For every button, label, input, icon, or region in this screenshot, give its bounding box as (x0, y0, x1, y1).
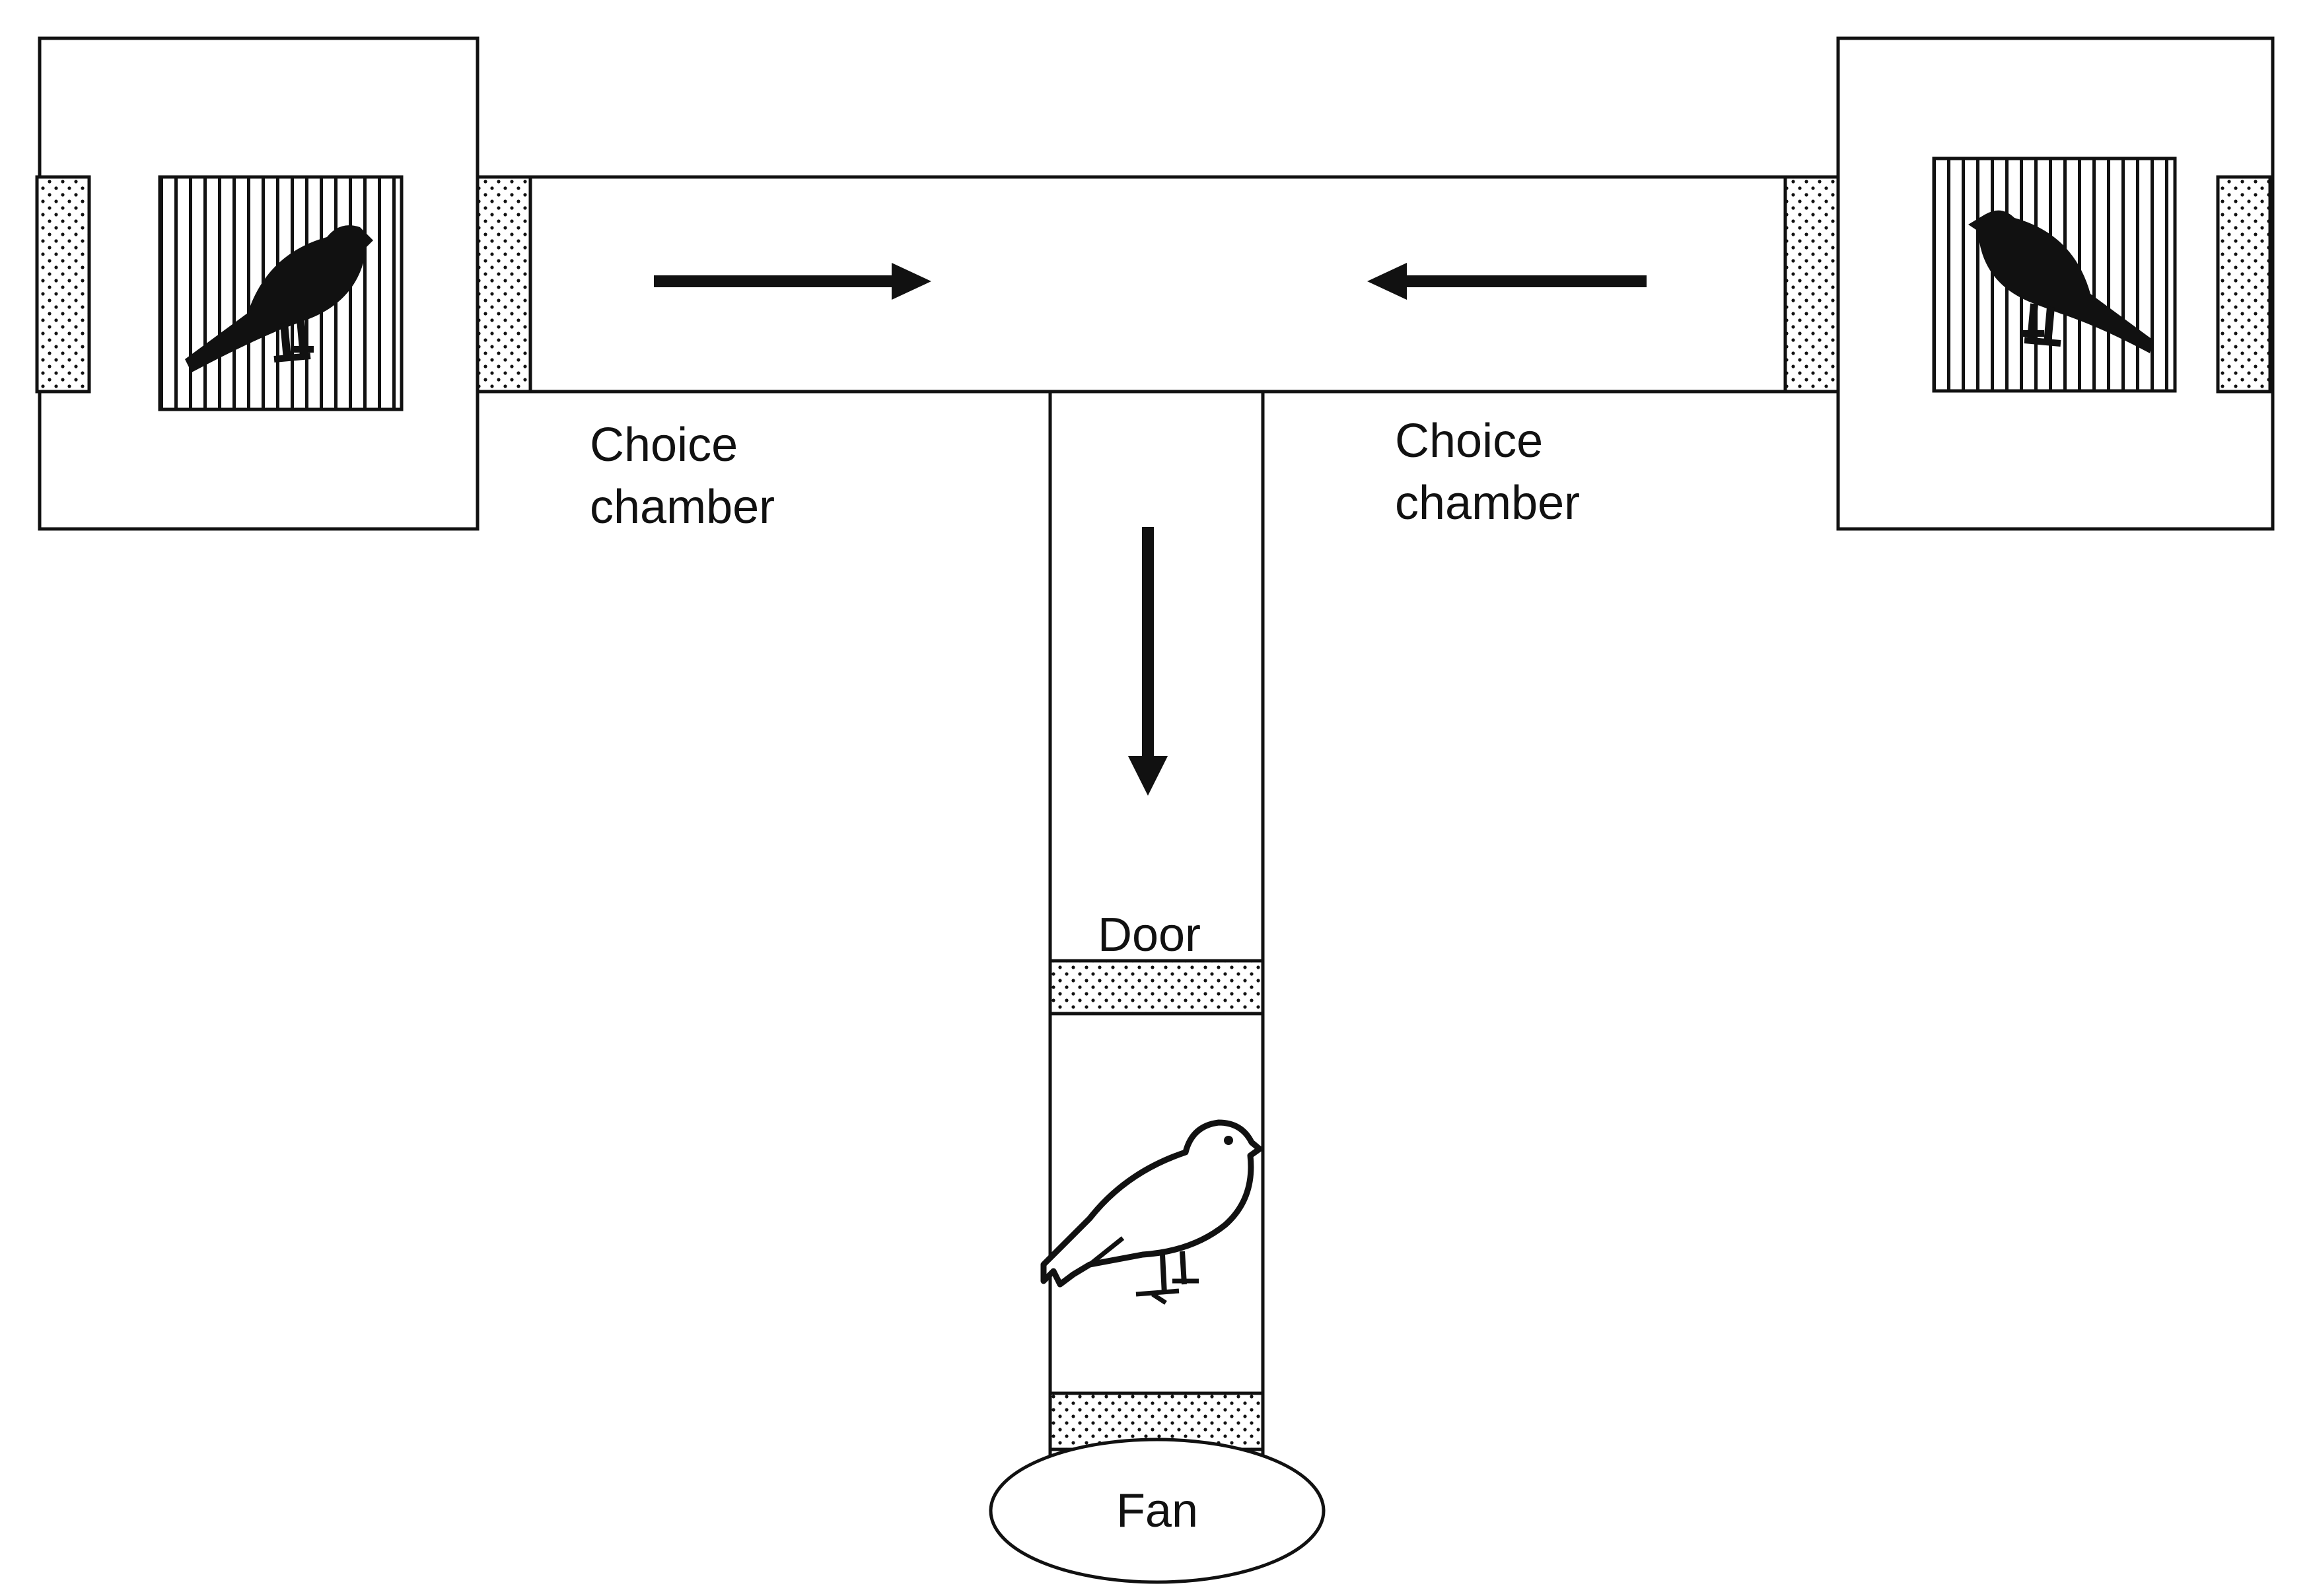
choice-chamber-right-label: Choice (1395, 415, 1543, 468)
left-choice-mesh (476, 175, 532, 394)
fan-label: Fan (1116, 1484, 1198, 1537)
left-stimulus-bird-icon (185, 225, 373, 372)
choice-chamber-right-label-2: chamber (1395, 477, 1580, 530)
right-stimulus-bird-icon (1968, 210, 2153, 353)
choice-corridor (476, 175, 1840, 394)
right-choice-mesh (1783, 175, 1840, 394)
door-label: Door (1098, 909, 1201, 961)
right-stimulus-chamber (1836, 36, 2275, 531)
left-stimulus-chamber (35, 36, 480, 531)
focal-bird-icon (1040, 1119, 1263, 1305)
door-mesh (1048, 959, 1265, 1016)
left-outer-mesh (35, 175, 91, 394)
start-arm (1048, 390, 1265, 1458)
choice-chamber-left-label: Choice (590, 419, 738, 471)
choice-chamber-left-label-2: chamber (590, 481, 775, 534)
right-outer-mesh (2216, 175, 2272, 394)
fan-ellipse (989, 1438, 1326, 1584)
arrow-left-icon (1367, 263, 1647, 300)
arrow-right-icon (654, 263, 931, 300)
arrow-down-icon (1128, 527, 1168, 796)
